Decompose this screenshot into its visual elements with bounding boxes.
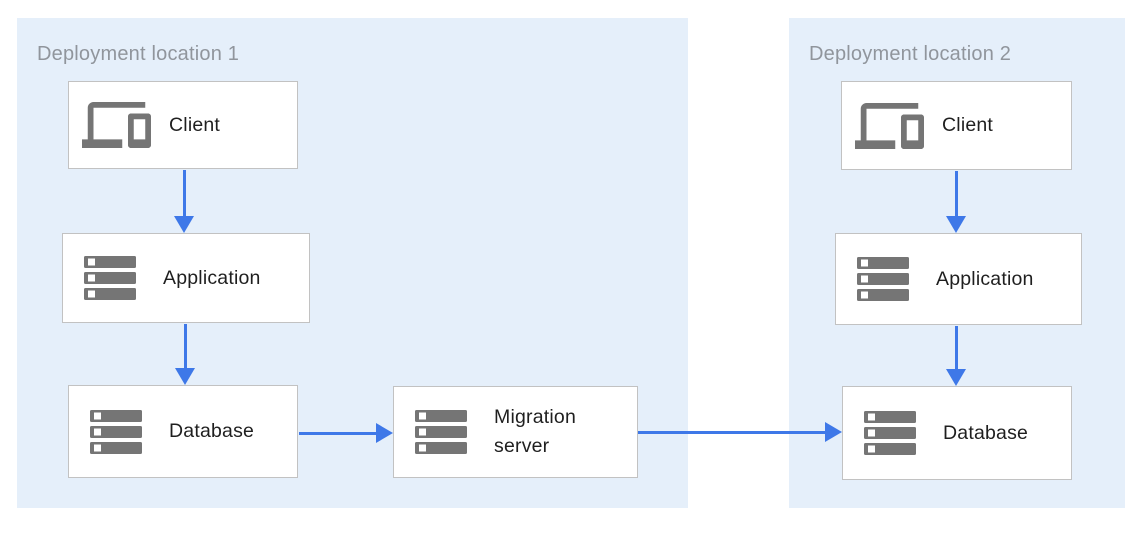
devices-icon	[82, 102, 169, 148]
devices-icon	[855, 102, 942, 149]
arrowhead-icon	[174, 216, 194, 233]
arrowhead-icon	[946, 369, 966, 386]
server-stack-icon	[76, 256, 163, 300]
arrow-application2-to-database2	[945, 326, 967, 386]
arrow-migration-server-to-database2	[638, 421, 842, 443]
node-label: Client	[942, 114, 994, 136]
node-migration-server: Migration server	[393, 386, 638, 478]
node-database-2: Database	[842, 386, 1072, 480]
server-stack-icon	[849, 257, 936, 301]
region-label: Deployment location 2	[809, 43, 1012, 65]
arrow-database1-to-migration-server	[299, 422, 393, 444]
node-application-2: Application	[835, 233, 1082, 325]
node-client-2: Client	[841, 81, 1072, 170]
node-label: Database	[943, 421, 1029, 444]
arrow-line	[955, 171, 958, 219]
arrow-line	[638, 431, 827, 434]
arrowhead-icon	[175, 368, 195, 385]
arrowhead-icon	[946, 216, 966, 233]
arrowhead-icon	[825, 422, 842, 442]
node-label: Application	[936, 267, 1034, 290]
server-stack-icon	[407, 410, 494, 454]
node-application-1: Application	[62, 233, 310, 323]
node-label: Database	[169, 420, 255, 442]
node-label: Client	[169, 113, 221, 136]
arrow-line	[184, 324, 187, 371]
arrow-application1-to-database1	[174, 324, 196, 385]
arrow-line	[955, 326, 958, 372]
server-stack-icon	[856, 411, 943, 455]
arrow-line	[299, 432, 378, 435]
arrow-line	[183, 170, 186, 219]
region-label: Deployment location 1	[37, 43, 240, 65]
node-database-1: Database	[68, 385, 298, 478]
node-client-1: Client	[68, 81, 298, 169]
arrow-client2-to-application2	[945, 171, 967, 233]
arrow-client1-to-application1	[173, 170, 195, 233]
node-label: Migration server	[494, 406, 576, 457]
arrowhead-icon	[376, 423, 393, 443]
server-stack-icon	[82, 409, 169, 454]
node-label: Application	[163, 266, 261, 289]
